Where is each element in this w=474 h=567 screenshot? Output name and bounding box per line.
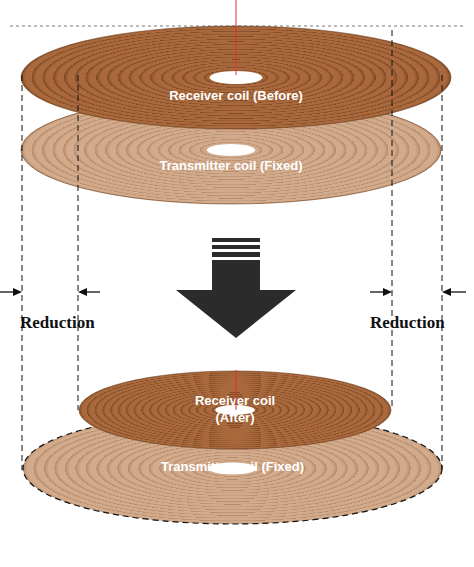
receiver-coil: Receiver coil (After) [78, 370, 392, 450]
coil-label: Receiver coil (After) [78, 392, 392, 426]
dashed-guide [22, 75, 23, 470]
coil-label: Transmitter coil (Fixed) [20, 157, 442, 174]
coil-label: Receiver coil (Before) [20, 87, 452, 104]
arrow-head [13, 288, 22, 296]
dimension-label: Reduction [370, 313, 445, 333]
dimension-arrow [80, 291, 100, 292]
arrow-head [383, 288, 392, 296]
coil-shape [20, 25, 452, 130]
dashed-guide [442, 75, 443, 470]
arrow-head [442, 288, 451, 296]
coil-label: Transmitter coil (Fixed) [22, 458, 443, 475]
receiver-coil: Receiver coil (Before) [20, 25, 452, 130]
dimension-arrow [370, 291, 390, 292]
dimension-arrow [0, 291, 20, 292]
arrow-head [78, 288, 87, 296]
process-arrow [176, 238, 296, 338]
dimension-arrow [444, 291, 466, 292]
dimension-label: Reduction [20, 313, 95, 333]
